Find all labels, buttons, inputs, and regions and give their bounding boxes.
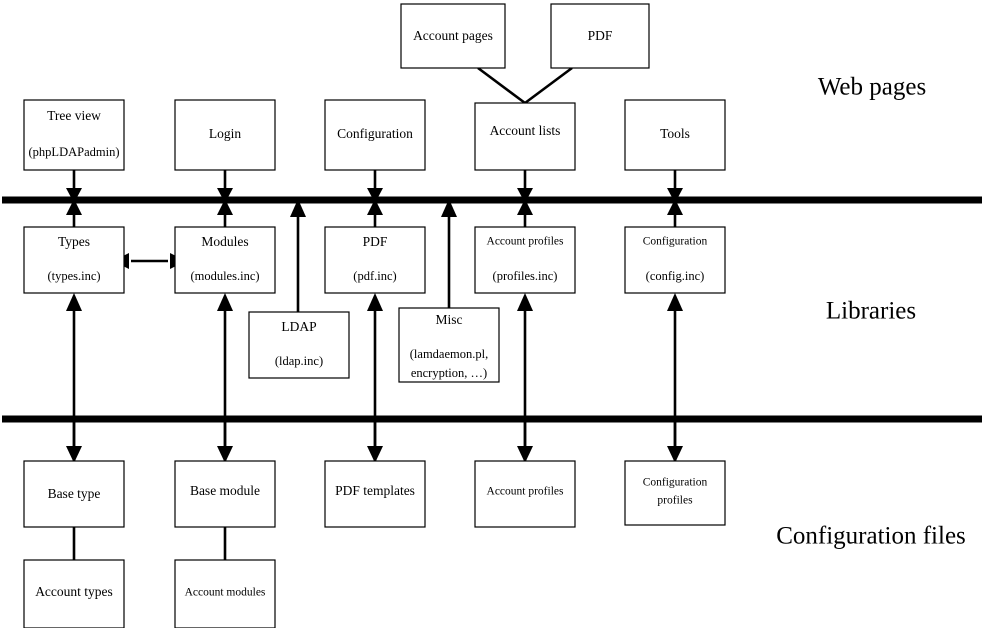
connector-configuration-lib-to-rail [667,199,683,227]
section-label-libraries: Libraries [826,298,916,325]
node-account-profiles-lib[interactable]: Account profiles (profiles.inc) [474,226,576,294]
connector-misc-to-rail [441,199,457,308]
node-account-modules[interactable]: Account modules [174,559,276,628]
node-configuration-page[interactable]: Configuration [324,99,426,171]
node-base-module-label: Base module [190,483,260,498]
node-configuration-lib[interactable]: Configuration (config.inc) [624,226,726,294]
node-pdf-page[interactable]: PDF [550,3,650,69]
node-account-profiles-lib-label: Account profiles [487,236,564,248]
node-login[interactable]: Login [174,99,276,171]
connector-account-pages-to-account-lists [477,66,526,105]
connector-modules-to-rail [217,199,233,227]
node-ldap-lib-sublabel: (ldap.inc) [275,354,323,368]
connector-types-to-rail [66,199,82,227]
node-pdf-lib-sublabel: (pdf.inc) [353,269,396,283]
node-modules-lib-sublabel: (modules.inc) [190,269,259,283]
node-configuration-profiles-file-label: Configuration [643,477,708,489]
node-account-types-label: Account types [35,584,113,599]
node-tools-label: Tools [660,126,690,141]
node-base-type-label: Base type [48,486,101,501]
node-configuration-profiles-file[interactable]: Configuration profiles [624,460,726,526]
node-modules-lib[interactable]: Modules (modules.inc) [174,226,276,294]
node-pdf-page-label: PDF [588,28,613,43]
connector-rail-to-configuration-profiles-file [667,419,683,463]
node-misc-lib-label: Misc [436,312,463,327]
section-label-web-pages: Web pages [818,74,926,101]
node-account-profiles-file-label: Account profiles [487,486,564,498]
node-types-lib[interactable]: Types (types.inc) [23,226,125,294]
connector-layer [66,66,683,560]
node-ldap-lib[interactable]: LDAP (ldap.inc) [248,311,350,379]
layer-rails [2,196,982,423]
connector-login-to-rail [217,170,233,203]
node-misc-lib-sublabel-2: encryption, …) [411,366,487,380]
node-types-lib-sublabel: (types.inc) [47,269,100,283]
connector-pdf-lib-to-rail [367,199,383,227]
node-configuration-page-label: Configuration [337,126,413,141]
node-pdf-templates-label: PDF templates [335,483,415,498]
connector-rail-to-pdf-templates [367,419,383,463]
connector-rail-to-base-type [66,419,82,463]
node-account-profiles-file[interactable]: Account profiles [474,460,576,528]
node-tree-view-sublabel: (phpLDAPadmin) [29,145,120,159]
node-types-lib-label: Types [58,234,90,249]
node-base-type[interactable]: Base type [23,460,125,528]
node-account-profiles-lib-sublabel: (profiles.inc) [493,269,558,283]
section-label-configuration-files: Configuration files [776,523,966,550]
connector-pdf-page-to-account-lists [524,66,573,105]
node-configuration-lib-sublabel: (config.inc) [646,269,705,283]
connector-ldap-to-rail [290,199,306,312]
node-tree-view-label: Tree view [47,108,101,123]
node-base-module[interactable]: Base module [174,460,276,528]
connector-account-lists-to-rail [517,170,533,203]
connector-rail-to-account-profiles-file [517,419,533,463]
node-pdf-lib-label: PDF [363,234,388,249]
node-account-pages[interactable]: Account pages [400,3,506,69]
node-account-pages-label: Account pages [413,28,493,43]
node-account-lists[interactable]: Account lists [474,102,576,171]
node-tree-view[interactable]: Tree view (phpLDAPadmin) [23,99,125,171]
connector-configuration-page-to-rail [367,170,383,203]
node-misc-lib[interactable]: Misc (lamdaemon.pl, encryption, …) [398,307,500,383]
node-account-types[interactable]: Account types [23,559,125,628]
node-account-modules-label: Account modules [185,587,266,599]
node-configuration-profiles-file-label-2: profiles [657,495,693,507]
connector-account-profiles-to-rail [517,199,533,227]
node-pdf-templates[interactable]: PDF templates [324,460,426,528]
node-pdf-lib[interactable]: PDF (pdf.inc) [324,226,426,294]
node-account-lists-label: Account lists [490,123,561,138]
connector-tools-to-rail [667,170,683,203]
connector-tree-view-to-rail [66,170,82,203]
node-misc-lib-sublabel: (lamdaemon.pl, [410,347,488,361]
node-modules-lib-label: Modules [201,234,248,249]
node-tools[interactable]: Tools [624,99,726,171]
node-ldap-lib-label: LDAP [281,319,316,334]
node-configuration-lib-label: Configuration [643,236,708,248]
connector-rail-to-base-module [217,419,233,463]
node-login-label: Login [209,126,241,141]
